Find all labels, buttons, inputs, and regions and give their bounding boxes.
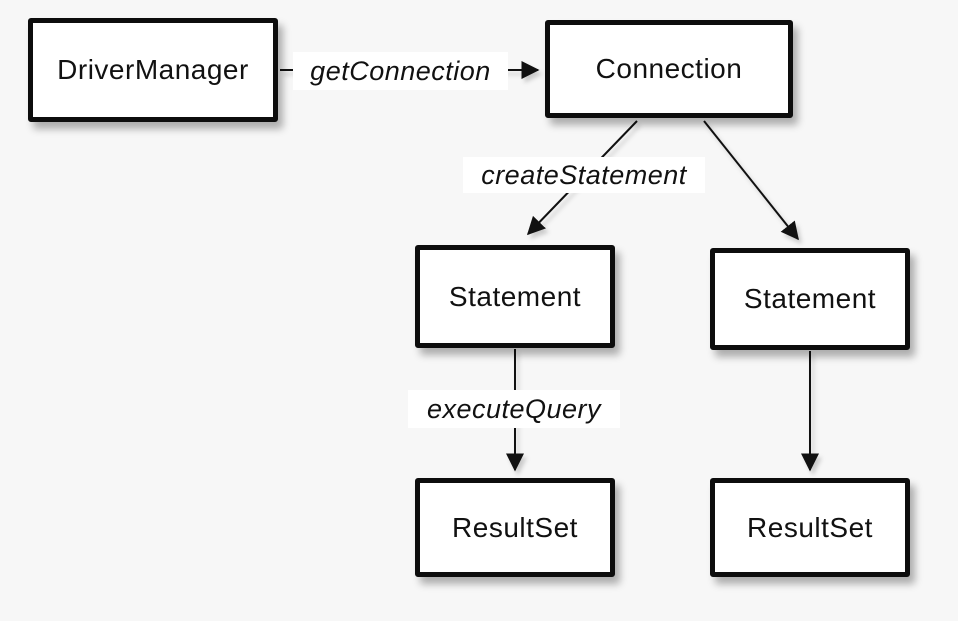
edge-connection-statement-right-line xyxy=(703,120,799,241)
node-statement-right: Statement xyxy=(710,248,910,350)
edge-label-createstatement: createStatement xyxy=(463,157,705,193)
node-resultset-left: ResultSet xyxy=(415,478,615,577)
node-resultset-right: ResultSet xyxy=(710,478,910,577)
edge-label-getconnection: getConnection xyxy=(293,52,508,90)
node-statement-left: Statement xyxy=(415,245,615,348)
node-connection: Connection xyxy=(545,20,793,118)
node-drivermanager: DriverManager xyxy=(28,18,278,122)
edge-label-executequery: executeQuery xyxy=(408,390,620,428)
